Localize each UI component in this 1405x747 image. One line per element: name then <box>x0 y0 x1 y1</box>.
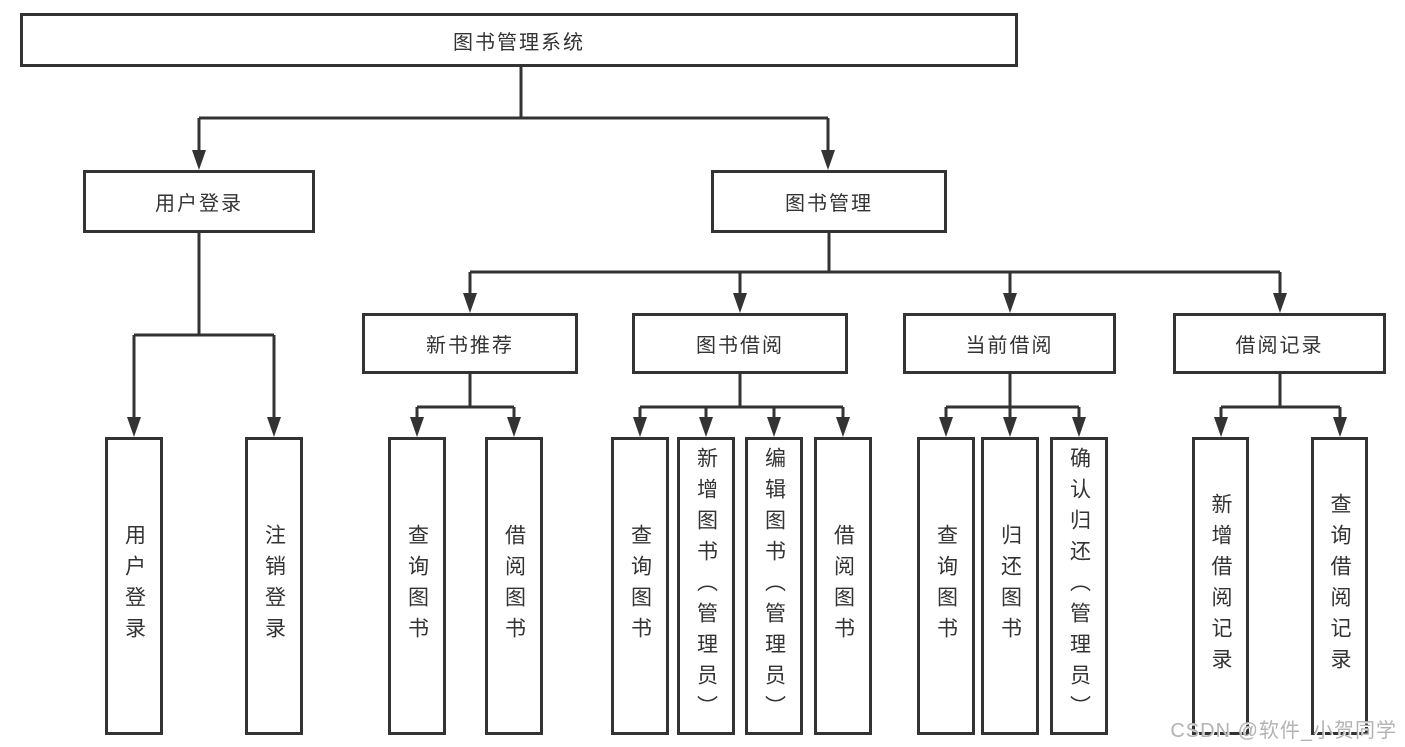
arrowhead-icon <box>127 417 141 437</box>
node-label: 图书管理 <box>785 193 873 215</box>
leaf-label: 查询图书 <box>405 524 429 648</box>
book-borrow-branch-connector <box>633 374 850 437</box>
arrowhead-icon <box>410 417 424 437</box>
arrowhead-icon <box>1003 293 1017 313</box>
leaf-add-books-admin: 新增图书（管理员） <box>677 437 735 735</box>
book-management-branch-connector <box>463 233 1287 313</box>
node-book-borrowing: 图书借阅 <box>632 313 848 374</box>
node-book-management: 图书管理 <box>711 170 947 233</box>
csdn-watermark: CSDN @软件_小贺同学 <box>1170 720 1397 742</box>
leaf-label: 借阅图书 <box>502 524 526 648</box>
leaf-label: 编辑图书（管理员） <box>762 446 786 726</box>
leaf-label: 确认归还（管理员） <box>1067 446 1091 726</box>
leaf-label: 新增借阅记录 <box>1209 493 1233 679</box>
node-user-login: 用户登录 <box>83 170 315 233</box>
arrowhead-icon <box>699 417 713 437</box>
leaf-query-books: 查询图书 <box>611 437 669 735</box>
leaf-query-books: 查询图书 <box>917 437 975 735</box>
arrowhead-icon <box>821 150 835 170</box>
new-book-branch-connector <box>410 374 521 437</box>
leaf-label: 借阅图书 <box>831 524 855 648</box>
node-library-management-system: 图书管理系统 <box>20 13 1018 67</box>
arrowhead-icon <box>1273 293 1287 313</box>
leaf-query-borrow-records: 查询借阅记录 <box>1311 437 1368 735</box>
leaf-label: 注销登录 <box>262 524 286 648</box>
leaf-user-login: 用户登录 <box>105 437 163 735</box>
arrowhead-icon <box>1333 417 1347 437</box>
leaf-edit-books-admin: 编辑图书（管理员） <box>745 437 803 735</box>
node-current-borrowing: 当前借阅 <box>903 313 1116 374</box>
arrowhead-icon <box>192 150 206 170</box>
arrowhead-icon <box>767 417 781 437</box>
leaf-label: 查询借阅记录 <box>1328 493 1352 679</box>
user-login-branch-connector <box>127 233 281 437</box>
arrowhead-icon <box>267 417 281 437</box>
leaf-borrow-books: 借阅图书 <box>485 437 543 735</box>
arrowhead-icon <box>463 293 477 313</box>
arrowhead-icon <box>1072 417 1086 437</box>
arrowhead-icon <box>507 417 521 437</box>
node-label: 图书借阅 <box>696 335 784 357</box>
arrowhead-icon <box>1003 417 1017 437</box>
leaf-label: 归还图书 <box>998 524 1022 648</box>
node-label: 图书管理系统 <box>453 31 585 54</box>
arrowhead-icon <box>1214 417 1228 437</box>
node-new-book-recommendation: 新书推荐 <box>362 313 578 374</box>
node-borrowing-records: 借阅记录 <box>1173 313 1386 374</box>
leaf-borrow-books: 借阅图书 <box>814 437 872 735</box>
node-label: 用户登录 <box>155 193 243 215</box>
leaf-query-books: 查询图书 <box>388 437 446 735</box>
borrow-records-branch-connector <box>1214 374 1347 437</box>
root-branch-connector <box>192 67 835 170</box>
leaf-label: 用户登录 <box>122 524 146 648</box>
node-label: 当前借阅 <box>965 335 1054 357</box>
node-label: 借阅记录 <box>1235 335 1324 357</box>
leaf-label: 新增图书（管理员） <box>694 446 718 726</box>
arrowhead-icon <box>633 417 647 437</box>
arrowhead-icon <box>733 293 747 313</box>
current-borrow-branch-connector <box>939 374 1086 437</box>
leaf-label: 查询图书 <box>934 524 958 648</box>
leaf-logout: 注销登录 <box>245 437 303 735</box>
arrowhead-icon <box>836 417 850 437</box>
leaf-return-books: 归还图书 <box>981 437 1039 735</box>
arrowhead-icon <box>939 417 953 437</box>
leaf-add-borrow-record: 新增借阅记录 <box>1192 437 1249 735</box>
leaf-confirm-return-admin: 确认归还（管理员） <box>1050 437 1108 735</box>
leaf-label: 查询图书 <box>628 524 652 648</box>
node-label: 新书推荐 <box>426 335 514 357</box>
